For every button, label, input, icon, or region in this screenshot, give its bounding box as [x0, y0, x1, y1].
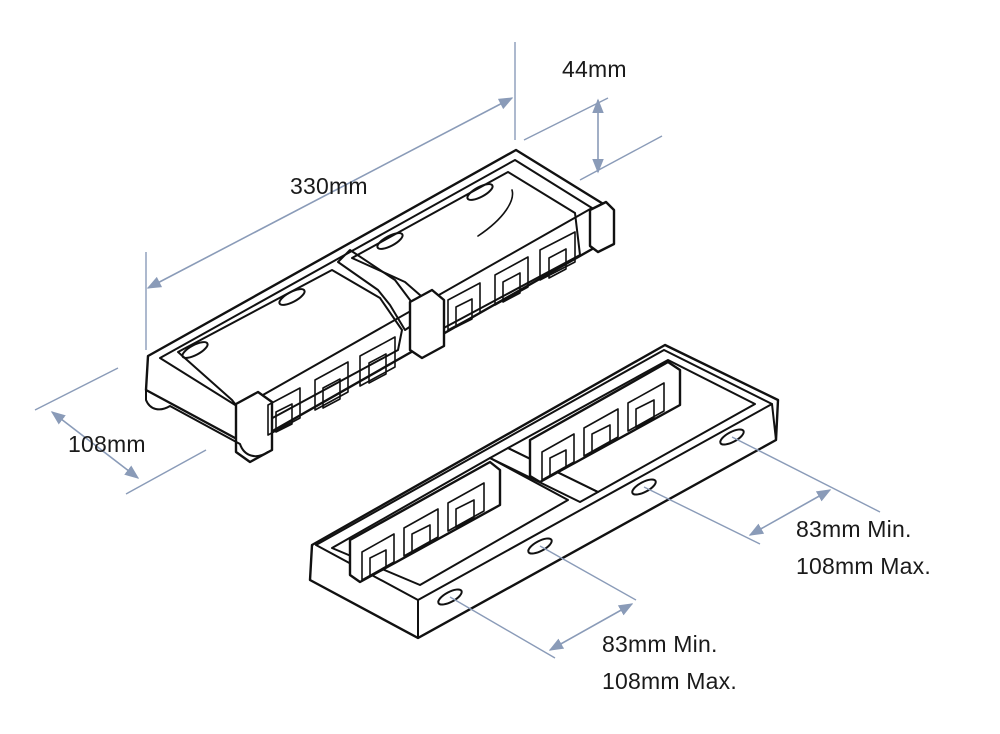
upper-tray-body — [144, 148, 610, 447]
lower-slot-3 — [631, 478, 657, 496]
lower-left-compartment — [331, 457, 569, 586]
lower-ribs-right — [541, 382, 665, 481]
label-length: 330mm — [290, 173, 368, 199]
ext-line-44-bottom — [579, 135, 663, 181]
ext-line-44-top — [523, 97, 609, 141]
upper-underside — [145, 389, 269, 458]
ext-line-lower-b — [539, 545, 637, 601]
dimension-lines — [34, 42, 881, 659]
lower-holder — [308, 343, 780, 640]
ext-line-108-top — [34, 367, 119, 411]
lower-slot-4 — [719, 428, 745, 446]
upper-center-endcap — [408, 288, 446, 360]
label-depth: 108mm — [68, 431, 146, 457]
ext-line-upper-b — [731, 436, 881, 513]
lower-slot-2 — [527, 537, 553, 555]
dim-line-108 — [50, 411, 140, 479]
upper-right-endcap — [588, 200, 616, 254]
upper-ribs-right — [447, 231, 576, 331]
label-lower-min: 83mm Min. — [602, 631, 718, 657]
label-height: 44mm — [562, 56, 627, 82]
upper-left-endcap — [234, 390, 274, 464]
dim-line-upper — [748, 489, 832, 536]
lower-divider — [489, 447, 599, 503]
dim-line-330 — [146, 97, 514, 289]
lower-slot-1 — [437, 588, 463, 606]
dim-line-lower — [548, 603, 634, 651]
lower-left-wall — [348, 460, 502, 584]
lower-plate-body — [308, 343, 780, 640]
dimension-labels: 330mm 44mm 108mm 83mm Min. 108mm Max. 83… — [68, 56, 931, 694]
upper-slot-1 — [181, 341, 209, 359]
ext-line-108-bottom — [125, 449, 207, 495]
lower-right-wall — [528, 360, 682, 484]
upper-slot-2 — [278, 288, 306, 306]
upper-ribs-left — [267, 336, 396, 436]
ext-line-upper-a — [643, 486, 761, 545]
label-lower-max: 108mm Max. — [602, 668, 737, 694]
lower-ribs-left — [361, 482, 485, 581]
ext-line-lower-a — [449, 596, 556, 659]
label-upper-min: 83mm Min. — [796, 516, 912, 542]
lower-plate-edge-right — [771, 403, 777, 441]
label-upper-max: 108mm Max. — [796, 553, 931, 579]
